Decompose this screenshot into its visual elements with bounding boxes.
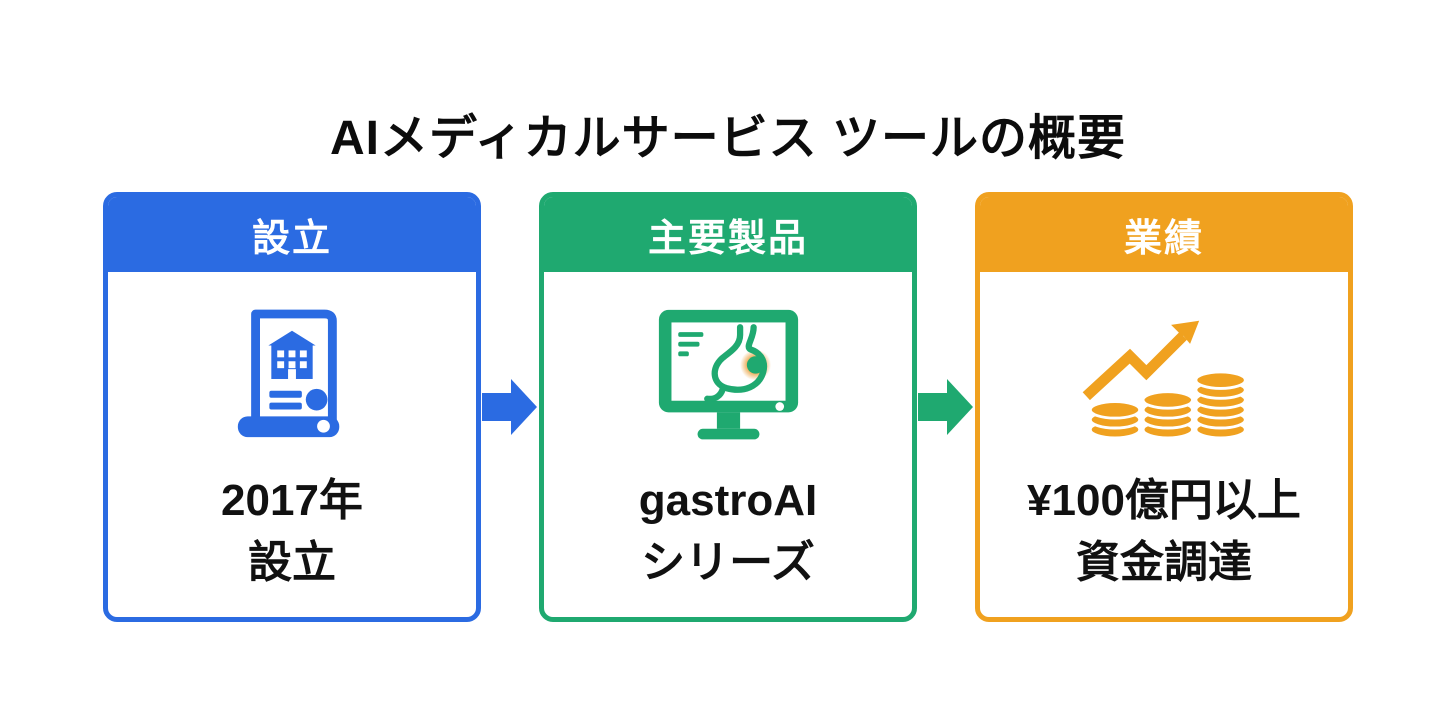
card-main-product-line1: gastroAI: [638, 476, 818, 525]
card-main-product-text: gastroAI シリーズ: [639, 470, 817, 595]
card-founding-text: 2017年 設立: [221, 470, 363, 595]
card-founding: 設立: [103, 192, 481, 622]
card-founding-line2: 設立: [247, 538, 336, 588]
card-performance-header-label: 業績: [1123, 218, 1204, 260]
card-performance-body: ¥100億円以上 資金調達: [980, 272, 1348, 617]
card-performance-line1: ¥100億円以上: [1027, 476, 1301, 525]
card-founding-header-label: 設立: [251, 218, 332, 260]
right-arrow-icon: [482, 379, 537, 435]
card-main-product: 主要製品: [539, 192, 917, 622]
certificate-building-icon: [228, 298, 356, 458]
endoscopy-monitor-icon: [651, 298, 806, 458]
card-main-product-line2: シリーズ: [641, 538, 815, 588]
card-founding-header: 設立: [108, 197, 476, 272]
arrow-products-to-performance: [917, 377, 975, 437]
card-performance-header: 業績: [980, 197, 1348, 272]
card-performance-text: ¥100億円以上 資金調達: [1027, 470, 1301, 595]
right-arrow-icon: [918, 379, 973, 435]
cards-row: 設立: [103, 192, 1353, 622]
card-main-product-header: 主要製品: [544, 197, 912, 272]
card-main-product-body: gastroAI シリーズ: [544, 272, 912, 617]
card-founding-line1: 2017年: [221, 476, 363, 525]
card-performance: 業績: [975, 192, 1353, 622]
card-performance-line2: 資金調達: [1075, 538, 1252, 588]
arrow-founding-to-products: [481, 377, 539, 437]
card-main-product-header-label: 主要製品: [647, 218, 808, 260]
card-founding-body: 2017年 設立: [108, 272, 476, 617]
coins-growth-icon: [1082, 298, 1247, 458]
page-title: AIメディカルサービス ツールの概要: [330, 112, 1126, 166]
